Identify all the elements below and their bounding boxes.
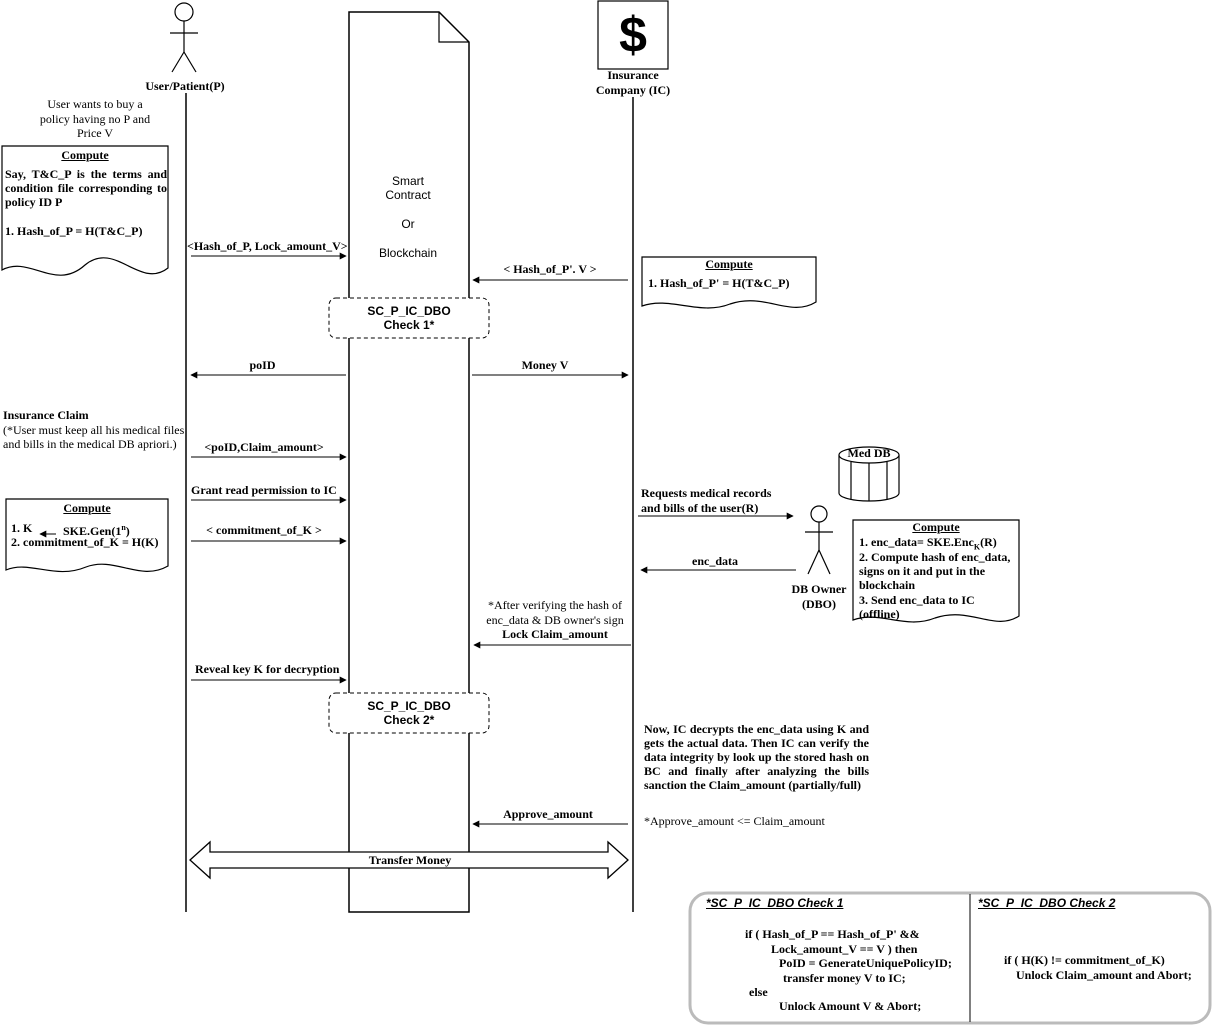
sc-label-2: Contract <box>385 188 431 202</box>
msg-m5-label: <poID,Claim_amount> <box>204 440 324 454</box>
compute-3-step2: 2. commitment_of_K = H(K) <box>11 535 159 549</box>
buy-note-2: policy having no P and <box>39 112 151 126</box>
compute-3-step1-gen: SKE.Gen(1n) <box>63 523 130 538</box>
buy-note-3: Price V <box>76 126 114 140</box>
claim-title: Insurance Claim <box>3 408 89 422</box>
med-db-label: Med DB <box>847 446 891 460</box>
legend-check2-l1: if ( H(K) != commitment_of_K) <box>1004 953 1165 967</box>
dbo-label-2: (DBO) <box>802 597 836 611</box>
legend-check1-l3: PoID = GenerateUniquePolicyID; <box>779 956 952 970</box>
insurance-label-1: Insurance <box>607 68 659 82</box>
compute-4-step2-l3: blockchain <box>859 578 916 592</box>
legend-check1-l4: transfer money V to IC; <box>783 971 906 985</box>
legend-check1-l6: Unlock Amount V & Abort; <box>779 999 922 1013</box>
db-owner-actor-icon <box>805 505 833 575</box>
compute-4-step3-l2: (offline) <box>859 607 900 621</box>
legend-check2-l2: Unlock Claim_amount and Abort; <box>1016 968 1192 982</box>
compute-2-step: 1. Hash_of_P' = H(T&C_P) <box>648 276 790 290</box>
legend-check2-title: *SC_P_IC_DBO Check 2 <box>978 896 1116 910</box>
dollar-icon-box <box>597 0 669 70</box>
msg-m9-label: enc_data <box>692 554 738 568</box>
check1-box <box>328 297 490 339</box>
user-actor-icon <box>170 2 198 73</box>
compute-4-step1: 1. enc_data= SKE.EncK(R) <box>859 535 997 552</box>
dbo-label-1: DB Owner <box>791 582 847 596</box>
msg-m8-label-2: and bills of the user(R) <box>641 501 759 515</box>
insurance-label-2: Company (IC) <box>595 83 671 97</box>
claim-note-1: (*User must keep all his medical files <box>3 423 185 437</box>
database-icon <box>838 446 900 502</box>
msg-m8-label-1: Requests medical records <box>641 486 772 500</box>
sc-label-3: Or <box>401 217 415 231</box>
compute-1-text: Say, T&C_P is the terms and condition fi… <box>5 167 167 209</box>
compute-4-title: Compute <box>912 520 960 534</box>
msg-m12-label: Transfer Money <box>368 853 452 867</box>
compute-4-step2-l2: signs on it and put in the <box>859 564 986 578</box>
verify-note-1: *After verifying the hash of <box>488 598 622 612</box>
user-actor-label: User/Patient(P) <box>145 79 225 93</box>
compute-box-2 <box>641 256 817 309</box>
compute-box-4 <box>852 519 1020 623</box>
verify-note-2: enc_data & DB owner's sign <box>486 613 624 627</box>
check1-label-2: Check 1* <box>383 318 435 332</box>
legend-check1-l1: if ( Hash_of_P == Hash_of_P' && <box>745 927 920 941</box>
msg-m4-label: Money V <box>521 358 569 372</box>
buy-note-1: User wants to buy a <box>47 97 143 111</box>
sc-label-1: Smart <box>391 174 424 188</box>
compute-1-title: Compute <box>61 148 109 162</box>
compute-box-3 <box>5 498 169 573</box>
check2-label-2: Check 2* <box>383 713 435 727</box>
legend-check1-l2: Lock_amount_V == V ) then <box>771 942 918 956</box>
msg-m1-label: <Hash_of_P, Lock_amount_V> <box>187 239 348 253</box>
compute-3-title: Compute <box>63 501 111 515</box>
msg-m2-label: < Hash_of_P'. V > <box>503 262 597 276</box>
compute-1-step: 1. Hash_of_P = H(T&C_P) <box>5 224 143 238</box>
decrypt-note: Now, IC decrypts the enc_data using K an… <box>644 722 869 792</box>
compute-4-step2-l1: 2. Compute hash of enc_data, <box>859 550 1011 564</box>
transfer-money-arrow <box>189 840 629 880</box>
check2-label-1: SC_P_IC_DBO <box>367 699 451 713</box>
check1-label-1: SC_P_IC_DBO <box>367 304 451 318</box>
compute-4-step3-l1: 3. Send enc_data to IC <box>859 593 975 607</box>
lock-claim-label: Lock Claim_amount <box>502 627 608 641</box>
msg-m6-label: Grant read permission to IC <box>191 483 337 497</box>
compute-box-1 <box>1 145 169 276</box>
claim-note-2: and bills in the medical DB apriori.) <box>3 437 177 451</box>
legend-check1-title: *SC_P_IC_DBO Check 1 <box>706 896 844 910</box>
compute-2-title: Compute <box>705 257 753 271</box>
compute-3-step1-k: 1. K <box>11 521 33 535</box>
msg-m10-label: Reveal key K for decryption <box>195 662 340 676</box>
legend-box <box>688 891 1212 1025</box>
dollar-icon: $ <box>619 7 647 63</box>
smart-contract-document <box>348 11 470 913</box>
msg-m11-label: Approve_amount <box>503 807 593 821</box>
msg-m3-label: poID <box>249 358 276 372</box>
msg-m7-label: < commitment_of_K > <box>206 523 322 537</box>
approve-note: *Approve_amount <= Claim_amount <box>644 814 825 828</box>
legend-check1-l5: else <box>749 985 768 999</box>
check2-box <box>328 692 490 734</box>
sc-label-4: Blockchain <box>378 246 438 260</box>
